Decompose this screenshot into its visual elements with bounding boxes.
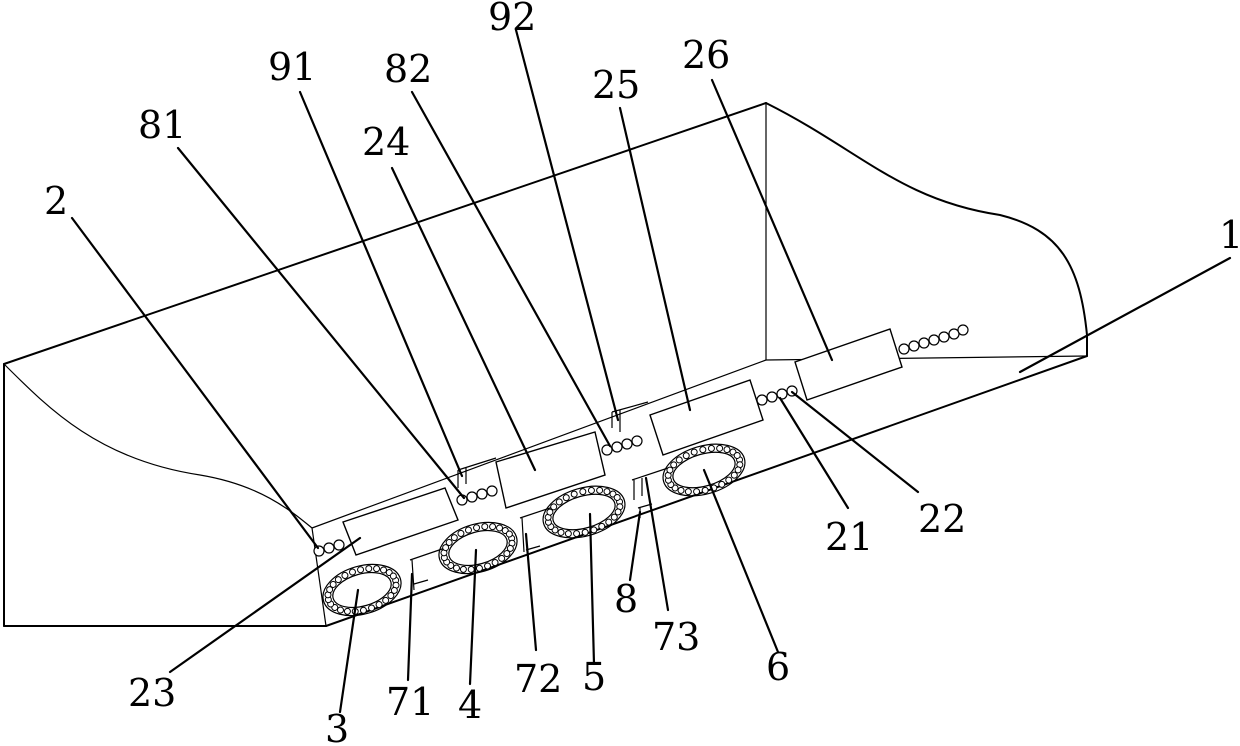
label-24: 24 [362, 120, 410, 164]
bracket-73 [632, 468, 668, 500]
ring-inner [549, 488, 619, 536]
leader-lines [72, 30, 1230, 712]
module-23 [343, 488, 458, 555]
ring-bead [565, 530, 572, 537]
label-71: 71 [386, 680, 434, 724]
ring-inner [329, 566, 395, 613]
label-81: 81 [138, 103, 186, 147]
housing [4, 103, 1087, 626]
ring-bead [349, 568, 356, 575]
ring-bead [579, 488, 586, 495]
label-4: 4 [458, 683, 482, 727]
label-25: 25 [592, 63, 640, 107]
label-82: 82 [384, 47, 432, 91]
label-8: 8 [614, 577, 638, 621]
label-91: 91 [268, 45, 316, 89]
module-26 [795, 329, 902, 400]
ring-bead [596, 487, 603, 494]
ring-bead [570, 490, 577, 497]
ring-bead [588, 487, 595, 494]
ring-bead [373, 565, 380, 572]
ring-bead [344, 608, 351, 615]
ring-bead [465, 526, 472, 533]
ring-bead [460, 566, 467, 573]
bracket-71 [410, 548, 445, 590]
module-25 [650, 380, 763, 455]
ring-bead [357, 566, 364, 573]
label-6: 6 [766, 645, 790, 689]
roller-chain-top [899, 325, 968, 354]
label-3: 3 [325, 707, 349, 746]
label-26: 26 [682, 33, 730, 77]
label-22: 22 [918, 497, 966, 541]
roller-chain-82 [602, 436, 642, 455]
label-72: 72 [514, 657, 562, 701]
roller-chain-21 [757, 386, 797, 405]
ring-bead [685, 488, 692, 495]
ring-bead [473, 524, 480, 531]
label-92: 92 [488, 0, 536, 39]
ring-bead [708, 445, 715, 452]
ring-bead [716, 445, 723, 452]
ring-bead [699, 446, 706, 453]
module-24 [496, 432, 605, 508]
ring-bead [481, 523, 488, 530]
ring-bead [690, 448, 697, 455]
label-1: 1 [1219, 213, 1240, 257]
ring-bead [365, 565, 372, 572]
label-5: 5 [582, 655, 606, 699]
label-23: 23 [128, 671, 176, 715]
ring-bead [468, 566, 475, 573]
ring-bead [489, 523, 496, 530]
label-21: 21 [825, 515, 873, 559]
label-2: 2 [44, 179, 68, 223]
label-73: 73 [652, 615, 700, 659]
